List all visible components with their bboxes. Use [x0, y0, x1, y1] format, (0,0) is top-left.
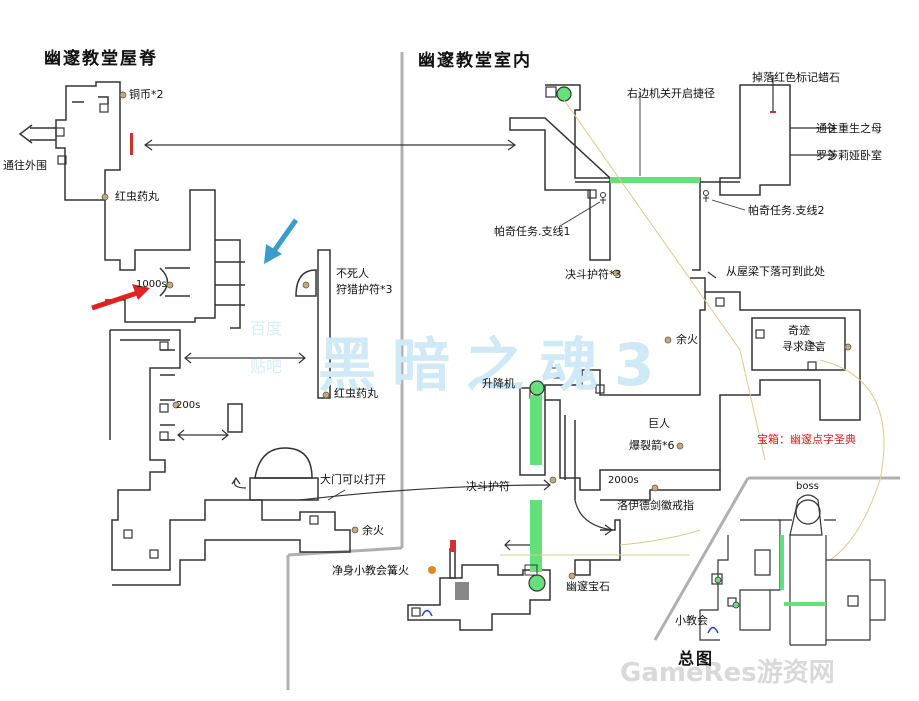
label-patches-quest-2: 帕奇任务.支线2: [748, 204, 825, 217]
overview-shortcuts: [780, 535, 826, 606]
watermark-baidu-line1: 百度: [250, 319, 283, 338]
label-immortal-line2: 狩猎护符*3: [336, 283, 393, 296]
label-rosaria-room: 罗莎莉娅卧室: [816, 149, 882, 162]
label-souls-1000: 1000s: [136, 279, 167, 290]
label-red-pill-1: 红虫药丸: [115, 190, 159, 203]
label-duel-charm-3: 决斗护符*3: [565, 268, 622, 281]
label-chest: 宝箱：幽邃点字圣典: [757, 433, 856, 446]
label-big-door: 大门可以打开: [320, 473, 386, 486]
interior-arrows: [299, 75, 836, 551]
label-small-chapel: 小教会: [675, 614, 708, 627]
label-lloyd-ring: 洛伊德剑徽戒指: [617, 499, 694, 512]
label-copper-coin: 铜币*2: [129, 88, 164, 101]
chapel-door-icon: [421, 609, 719, 634]
section-dividers: [286, 52, 900, 690]
label-boss: boss: [796, 481, 819, 492]
label-to-outer-wall: 通往外围: [3, 159, 47, 172]
roof-double-arrows: [143, 139, 517, 489]
label-elevator: 升降机: [482, 377, 515, 390]
label-deep-gem: 幽邃宝石: [566, 580, 610, 593]
pure-chapel-block: [455, 582, 469, 600]
label-giant-line1: 巨人: [648, 417, 670, 430]
blue-arrow-icon: [264, 218, 299, 264]
pure-chapel-bonfire-icon: [428, 566, 436, 574]
title-overview: 总图: [678, 649, 715, 668]
leader-lines: [327, 93, 821, 501]
elevator-circles: [528, 86, 572, 592]
label-drop-red-stone: 掉落红色标记蜡石: [752, 71, 840, 84]
label-souls-200: 200s: [176, 400, 201, 411]
label-roof-bonfire: 余火: [362, 524, 384, 537]
shortcut-paths: [530, 177, 700, 572]
title-interior: 幽邃教堂室内: [418, 51, 532, 71]
roof-rooms: [55, 103, 319, 559]
label-immortal-line1: 不死人: [336, 267, 369, 280]
elevator-markers: [524, 367, 561, 576]
label-drop-from-beam: 从屋梁下落可到此处: [726, 265, 825, 278]
label-patches-quest-1: 帕奇任务.支线1: [494, 225, 571, 238]
label-right-mechanism: 右边机关开启捷径: [627, 87, 715, 100]
item-dots: [101, 91, 852, 580]
label-red-pill-2: 红虫药丸: [334, 387, 378, 400]
overview-nodes: [714, 576, 740, 609]
label-pure-chapel-bonfire: 净身小教会篝火: [332, 564, 409, 577]
route-line: [500, 99, 885, 561]
label-miracle-line2: 寻求建言: [782, 340, 826, 353]
label-duel-charm: 决斗护符: [466, 480, 510, 493]
label-to-rebirth-mother: 通往重生之母: [816, 122, 882, 135]
red-arrow-icon: [91, 284, 150, 311]
title-roof: 幽邃教堂屋脊: [44, 49, 158, 69]
watermark-main: 黑暗之魂3: [318, 331, 671, 399]
label-giant-line2: 爆裂箭*6: [629, 439, 675, 452]
roof-walls: [18, 81, 351, 586]
label-souls-2000: 2000s: [608, 475, 639, 486]
overview-minimap: [699, 494, 886, 646]
label-miracle-line1: 奇迹: [788, 324, 810, 337]
interior-red-door: [450, 540, 456, 552]
watermark-gameres: GameRes游资网: [620, 658, 835, 688]
interior-walls: [407, 84, 861, 631]
watermark-baidu-line2: 贴吧: [250, 357, 283, 376]
patches-figure-icon: [600, 190, 709, 204]
label-interior-bonfire: 余火: [676, 333, 698, 346]
roof-red-door: [130, 133, 133, 155]
